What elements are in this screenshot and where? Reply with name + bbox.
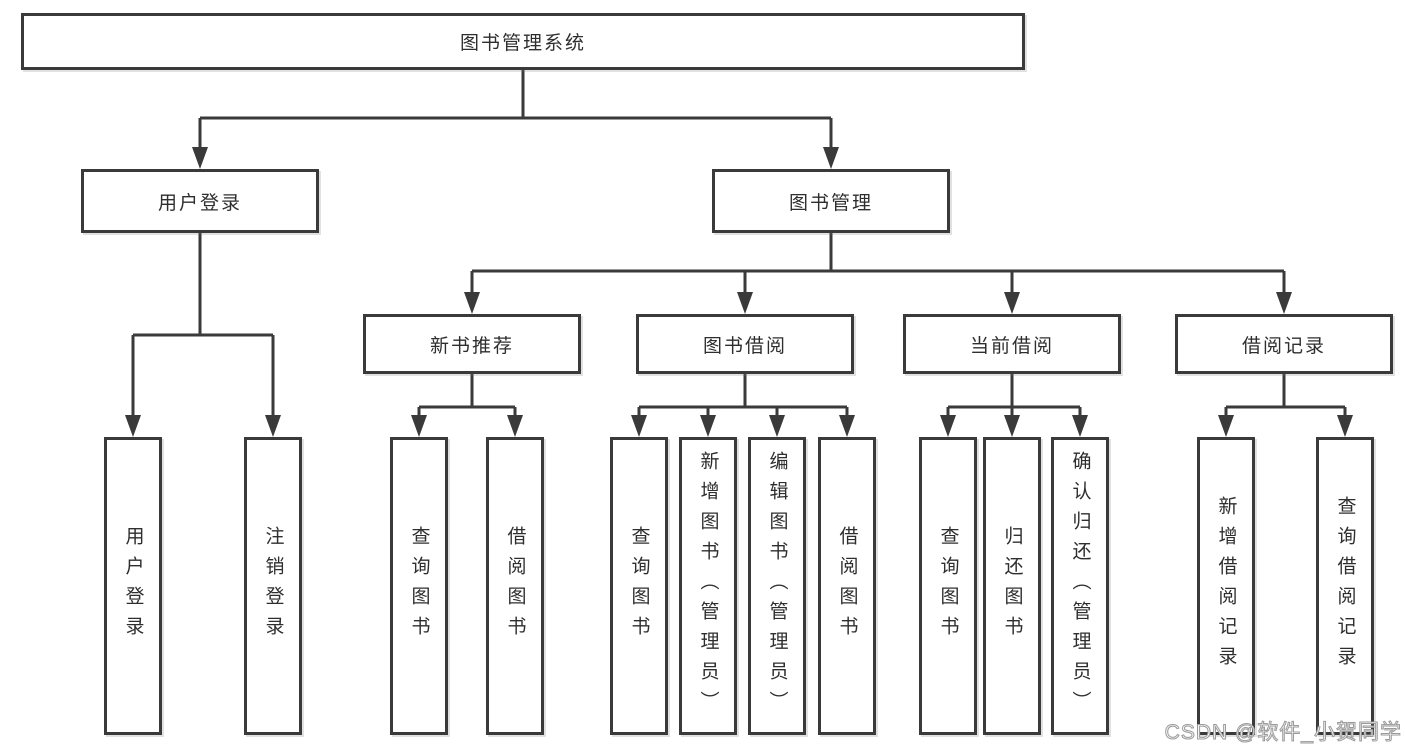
node-query-books-current-label: 查询图书 [937,526,959,646]
node-user-login-label: 用户登录 [157,192,242,214]
node-borrow-records-label: 借阅记录 [1241,335,1326,357]
node-logout-label: 注销登录 [262,526,284,646]
node-edit-book-admin-label: 编辑图书（管理员） [766,451,788,721]
node-query-borrow-record: 查询借阅记录 [1316,437,1374,735]
node-system-root: 图书管理系统 [21,13,1025,70]
node-current-borrow-label: 当前借阅 [969,335,1054,357]
node-logout: 注销登录 [244,437,302,735]
node-user-login: 用户登录 [81,169,319,233]
node-add-borrow-record: 新增借阅记录 [1197,437,1255,735]
node-return-books: 归还图书 [983,437,1041,735]
node-query-books-borrow: 查询图书 [610,437,668,735]
node-book-management-label: 图书管理 [788,192,873,214]
node-return-books-label: 归还图书 [1001,526,1023,646]
node-new-book-recommend: 新书推荐 [363,314,581,374]
node-borrow-books-recommend: 借阅图书 [486,437,544,735]
node-new-book-recommend-label: 新书推荐 [429,335,514,357]
node-add-book-admin: 新增图书（管理员） [679,437,737,735]
node-query-borrow-record-label: 查询借阅记录 [1334,496,1356,676]
node-borrow-books: 借阅图书 [818,437,876,735]
node-query-books-recommend-label: 查询图书 [408,526,430,646]
watermark: CSDN @软件_小贺同学 [1164,721,1402,745]
node-login-label: 用户登录 [122,526,144,646]
node-book-management: 图书管理 [712,169,950,233]
node-confirm-return-admin-label: 确认归还（管理员） [1069,451,1091,721]
node-confirm-return-admin: 确认归还（管理员） [1051,437,1109,735]
node-current-borrow: 当前借阅 [903,314,1121,374]
node-borrow-records: 借阅记录 [1175,314,1393,374]
node-book-borrow-label: 图书借阅 [702,335,787,357]
node-add-borrow-record-label: 新增借阅记录 [1215,496,1237,676]
node-query-books-current: 查询图书 [919,437,977,735]
node-edit-book-admin: 编辑图书（管理员） [748,437,806,735]
node-query-books-borrow-label: 查询图书 [628,526,650,646]
node-book-borrow: 图书借阅 [636,314,854,374]
node-query-books-recommend: 查询图书 [390,437,448,735]
node-borrow-books-recommend-label: 借阅图书 [504,526,526,646]
node-system-root-label: 图书管理系统 [459,33,586,54]
node-login: 用户登录 [104,437,162,735]
node-add-book-admin-label: 新增图书（管理员） [697,451,719,721]
arrowheads [125,147,1353,437]
node-borrow-books-label: 借阅图书 [836,526,858,646]
